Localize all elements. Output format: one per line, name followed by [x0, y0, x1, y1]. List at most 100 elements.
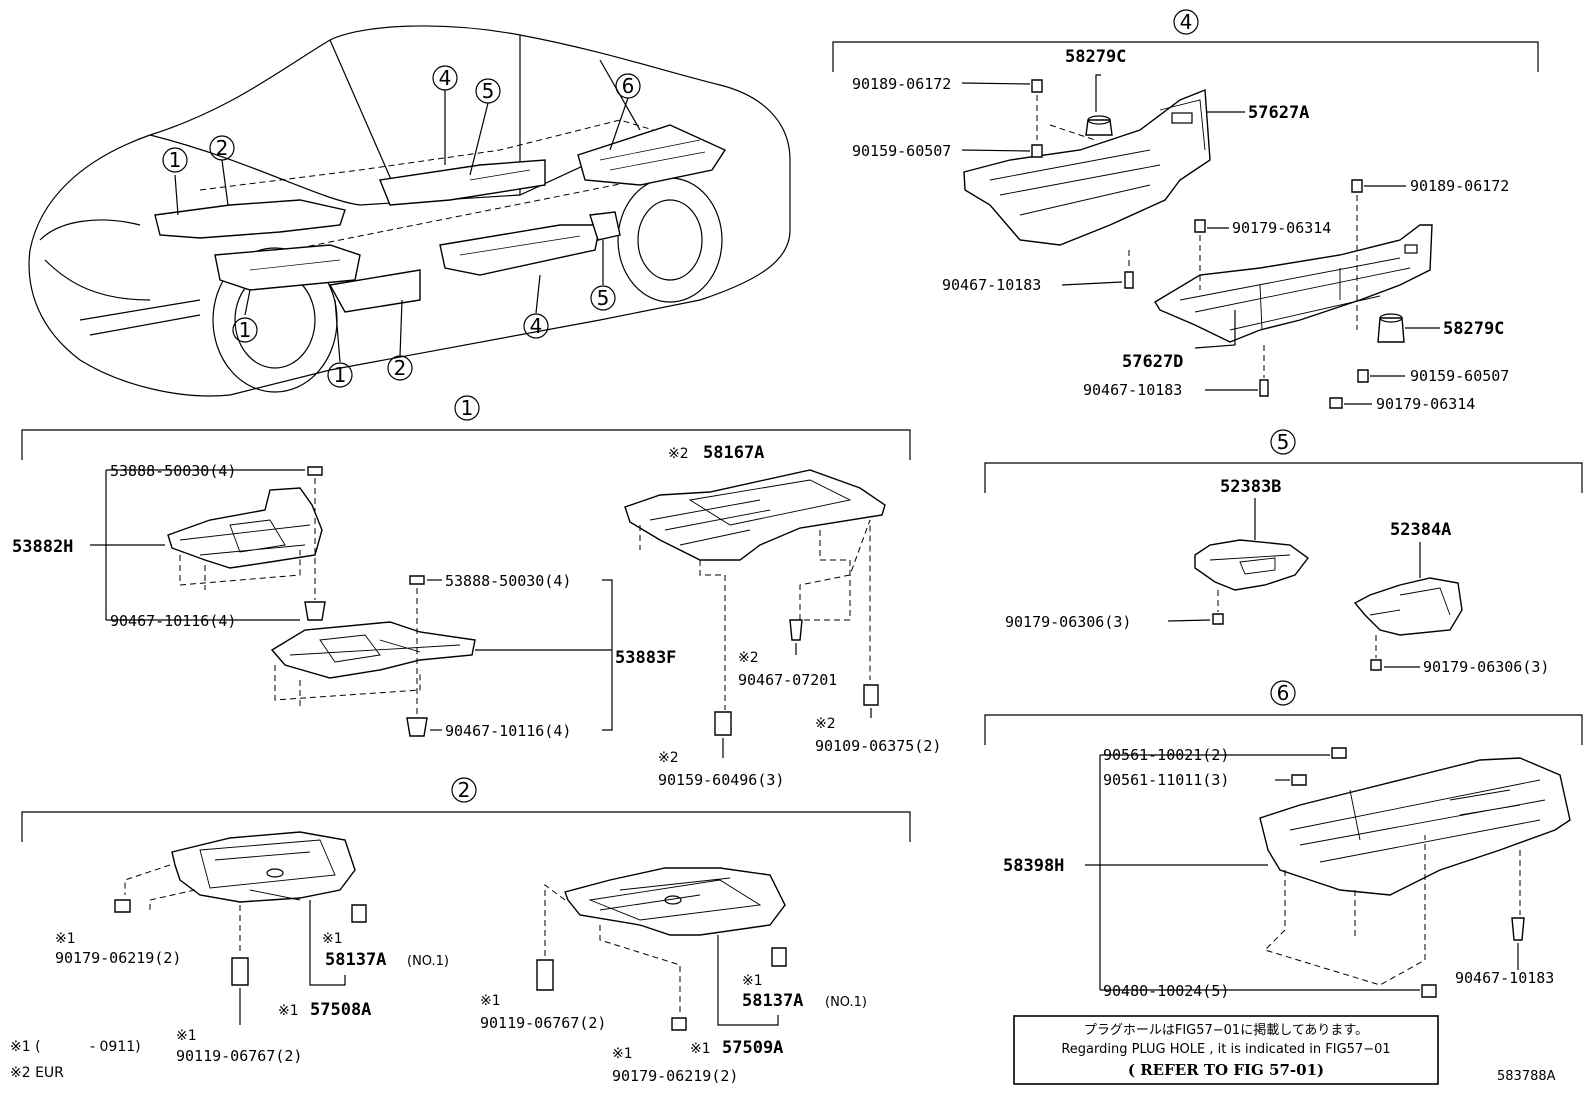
mark-58137A-b: ※1: [742, 973, 763, 989]
nut-90179-06219-a: [114, 899, 131, 913]
clip-90467-a: [1124, 271, 1134, 289]
part-58279C-a-top: [1087, 115, 1111, 125]
footnotes: ※1 ( - 0911) ※2 EUR: [10, 1039, 141, 1081]
underbody-phantom-2: [239, 179, 641, 261]
nut-90179-06219-b: [671, 1017, 687, 1031]
label-90179-06306-b: 90179-06306(3): [1423, 658, 1549, 676]
label-90561-10021: 90561-10021(2): [1103, 746, 1229, 764]
phantom-53882H: [179, 550, 301, 590]
part-57509A-detail: [588, 877, 762, 921]
bolt-90159-60496: [714, 711, 732, 736]
bracket-53882H: [90, 469, 305, 621]
label-90179-06314-b: 90179-06314: [1376, 395, 1475, 413]
mark-58167A: ※2: [668, 446, 689, 462]
part-52384A-detail: [1369, 587, 1451, 616]
phantom-58398H: [1264, 835, 1521, 986]
reference-line-refer: ( REFER TO FIG 57-01): [1128, 1061, 1324, 1079]
car-callout-4a: 4: [432, 65, 458, 91]
bolt-90109: [863, 684, 879, 706]
part-57508A-boss: [266, 868, 284, 878]
part-58167A-shape: [624, 469, 886, 561]
car-callout-4b: 4: [523, 313, 549, 339]
label-90179-06306-a: 90179-06306(3): [1005, 613, 1131, 631]
car-part-1-front: [154, 199, 346, 239]
label-53888-50030-a: 53888-50030(4): [110, 462, 236, 480]
section-1: 1 53882H 53888-50030(4) 90467-10116(4): [12, 395, 941, 789]
leader-58279C-a: [1095, 74, 1101, 112]
label-53882H: 53882H: [12, 537, 73, 557]
svg-text:2: 2: [394, 356, 407, 380]
label-58137A-a: 58137A: [325, 950, 386, 970]
mark-57508A: ※1: [278, 1003, 299, 1019]
car-callout-2b: 2: [387, 355, 413, 381]
svg-text:1: 1: [169, 148, 182, 172]
rear-wheel-rim: [637, 199, 703, 281]
car-part-1-mid: [214, 244, 361, 291]
bolt-90119-b: [536, 959, 554, 991]
mark-90109: ※2: [815, 716, 836, 732]
bracket-58398H: [1085, 754, 1420, 991]
svg-text:4: 4: [1180, 10, 1193, 34]
label-90561-11011: 90561-11011(3): [1103, 771, 1229, 789]
car-callout-6: 6: [615, 73, 641, 99]
car-part-detail: [249, 139, 706, 271]
clip-53888-b: [409, 575, 425, 585]
clip-90467-10116-b: [406, 717, 428, 737]
section-2-marker: 2: [451, 777, 477, 803]
bolt-90189-b: [1351, 179, 1363, 193]
label-58167A: 58167A: [703, 443, 764, 463]
section-6-bracket: [984, 714, 1583, 745]
car-callout-1a: 1: [162, 147, 188, 173]
car-part-6: [577, 124, 727, 186]
nut-90480-10024: [1421, 984, 1437, 998]
mark-90179-a: ※1: [55, 931, 76, 947]
label-53883F: 53883F: [615, 648, 676, 668]
grommet-58137A-a: [351, 904, 367, 923]
part-53883F-detail: [289, 634, 461, 663]
label-90467-10116-b: 90467-10116(4): [445, 722, 571, 740]
part-57627A-detail: [989, 99, 1206, 216]
leader-90159-a: [961, 149, 1031, 152]
car-part-4-upper: [379, 159, 546, 206]
svg-text:1: 1: [239, 318, 252, 342]
car-callout-5b: 5: [590, 285, 616, 311]
clip-90467-10116-a: [304, 601, 326, 621]
svg-text:6: 6: [622, 74, 635, 98]
mark-90159: ※2: [658, 750, 679, 766]
section-6-marker: 6: [1270, 680, 1296, 706]
label-90467-10116-a: 90467-10116(4): [110, 612, 236, 630]
svg-text:4: 4: [530, 314, 543, 338]
diagram-code: 583788A: [1497, 1069, 1556, 1084]
label-52383B: 52383B: [1220, 477, 1281, 497]
part-58279C-b-top: [1379, 313, 1403, 323]
phantom-57509A: [544, 884, 681, 1015]
mark-58137A-a: ※1: [322, 931, 343, 947]
car-part-5: [589, 211, 621, 241]
label-53888-50030-b: 53888-50030(4): [445, 572, 571, 590]
grommet-90561-10021: [1331, 747, 1347, 759]
clip-90467-b: [1259, 379, 1269, 397]
label-57508A: 57508A: [310, 1000, 371, 1020]
car-callout-5a: 5: [475, 78, 501, 104]
svg-text:5: 5: [482, 79, 495, 103]
section-5-bracket: [984, 462, 1583, 493]
label-90467-07201: 90467-07201: [738, 671, 837, 689]
label-90179-06314-a: 90179-06314: [1232, 219, 1331, 237]
section-1-bracket: [21, 429, 911, 460]
label-58279C-a: 58279C: [1065, 47, 1126, 67]
note-58137A-a: (NO.1): [407, 954, 449, 969]
footnote-2: ※2 EUR: [10, 1065, 64, 1081]
footnote-1-symbol: ※1 (: [10, 1039, 41, 1055]
clip-53888-a: [307, 466, 323, 476]
bolt-90159-a: [1031, 144, 1043, 158]
label-90467-10183-b: 90467-10183: [1083, 381, 1182, 399]
car-bumper: [79, 299, 201, 336]
mark-90119-b: ※1: [480, 993, 501, 1009]
label-90159-60507-b: 90159-60507: [1410, 367, 1509, 385]
label-58279C-b: 58279C: [1443, 319, 1504, 339]
svg-text:5: 5: [597, 286, 610, 310]
label-90189-06172-a: 90189-06172: [852, 75, 951, 93]
clip-90467-10183: [1511, 917, 1525, 941]
bracket-57508A: [309, 900, 346, 986]
